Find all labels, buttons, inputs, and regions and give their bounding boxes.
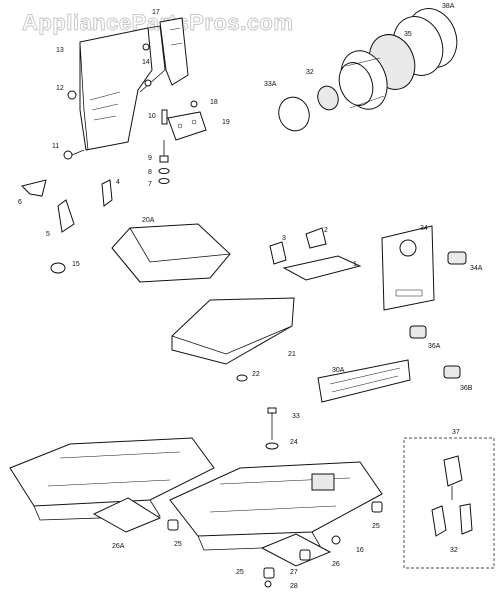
callout: 20A [142, 217, 155, 224]
callout: 38A [442, 3, 455, 10]
callout: 16 [356, 547, 364, 554]
callout: 25 [174, 541, 182, 548]
callout: 26 [332, 561, 340, 568]
callout: 28 [290, 583, 298, 590]
screws-left [63, 43, 152, 160]
control-panel [317, 359, 411, 403]
callout: 34 [420, 225, 428, 232]
callout: 34A [470, 265, 483, 272]
callout: 3 [282, 235, 286, 242]
watermark-text: AppliancePartsPros.com [22, 10, 293, 35]
callout: 19 [222, 119, 230, 126]
knob-parts-right [409, 251, 467, 379]
callout: 15 [72, 261, 80, 268]
callout: 25 [372, 523, 380, 530]
callout: 32 [450, 547, 458, 554]
callout: 33A [264, 81, 277, 88]
callout: 5 [46, 231, 50, 238]
callout: 30A [332, 367, 345, 374]
callout: 25 [236, 569, 244, 576]
callout: 36B [460, 385, 473, 392]
callout: 37 [452, 429, 460, 436]
callout: 32 [306, 69, 314, 76]
callout-labels: 1 2 3 4 5 6 7 8 9 10 11 12 13 14 15 16 1… [18, 3, 483, 590]
callout: 22 [252, 371, 260, 378]
callout: 12 [56, 85, 64, 92]
callout: 27 [290, 569, 298, 576]
callout: 14 [142, 59, 150, 66]
bracket-plates [269, 227, 362, 281]
callout: 4 [116, 179, 120, 186]
side-bracket [159, 17, 189, 86]
callout: 7 [148, 181, 152, 188]
motor-assembly [278, 8, 458, 132]
callout: 11 [52, 143, 59, 150]
inset-box-37 [403, 437, 495, 569]
callout: 36A [428, 343, 441, 350]
base-frame-left [9, 437, 215, 533]
bolt-33 [265, 407, 279, 450]
small-clips-left [21, 179, 113, 274]
callout: 13 [56, 47, 64, 54]
drawer-21 [171, 297, 295, 382]
callout: 21 [288, 351, 296, 358]
panel-34 [381, 225, 435, 311]
callout: 9 [148, 155, 152, 162]
callout: 6 [18, 199, 22, 206]
callout: 2 [324, 227, 328, 234]
callout: 18 [210, 99, 218, 106]
callout: 8 [148, 169, 152, 176]
callout: 26A [112, 543, 125, 550]
callout: 1 [353, 261, 357, 268]
callout: 17 [152, 9, 160, 16]
housing-cover [79, 25, 166, 151]
mounting-plate [158, 100, 207, 184]
callout: 10 [148, 113, 156, 120]
callout: 35 [404, 31, 412, 38]
tray-20a [111, 223, 231, 283]
callout: 24 [290, 439, 298, 446]
callout: 33 [292, 413, 300, 420]
base-frame-right [169, 461, 383, 567]
feet [167, 501, 383, 588]
